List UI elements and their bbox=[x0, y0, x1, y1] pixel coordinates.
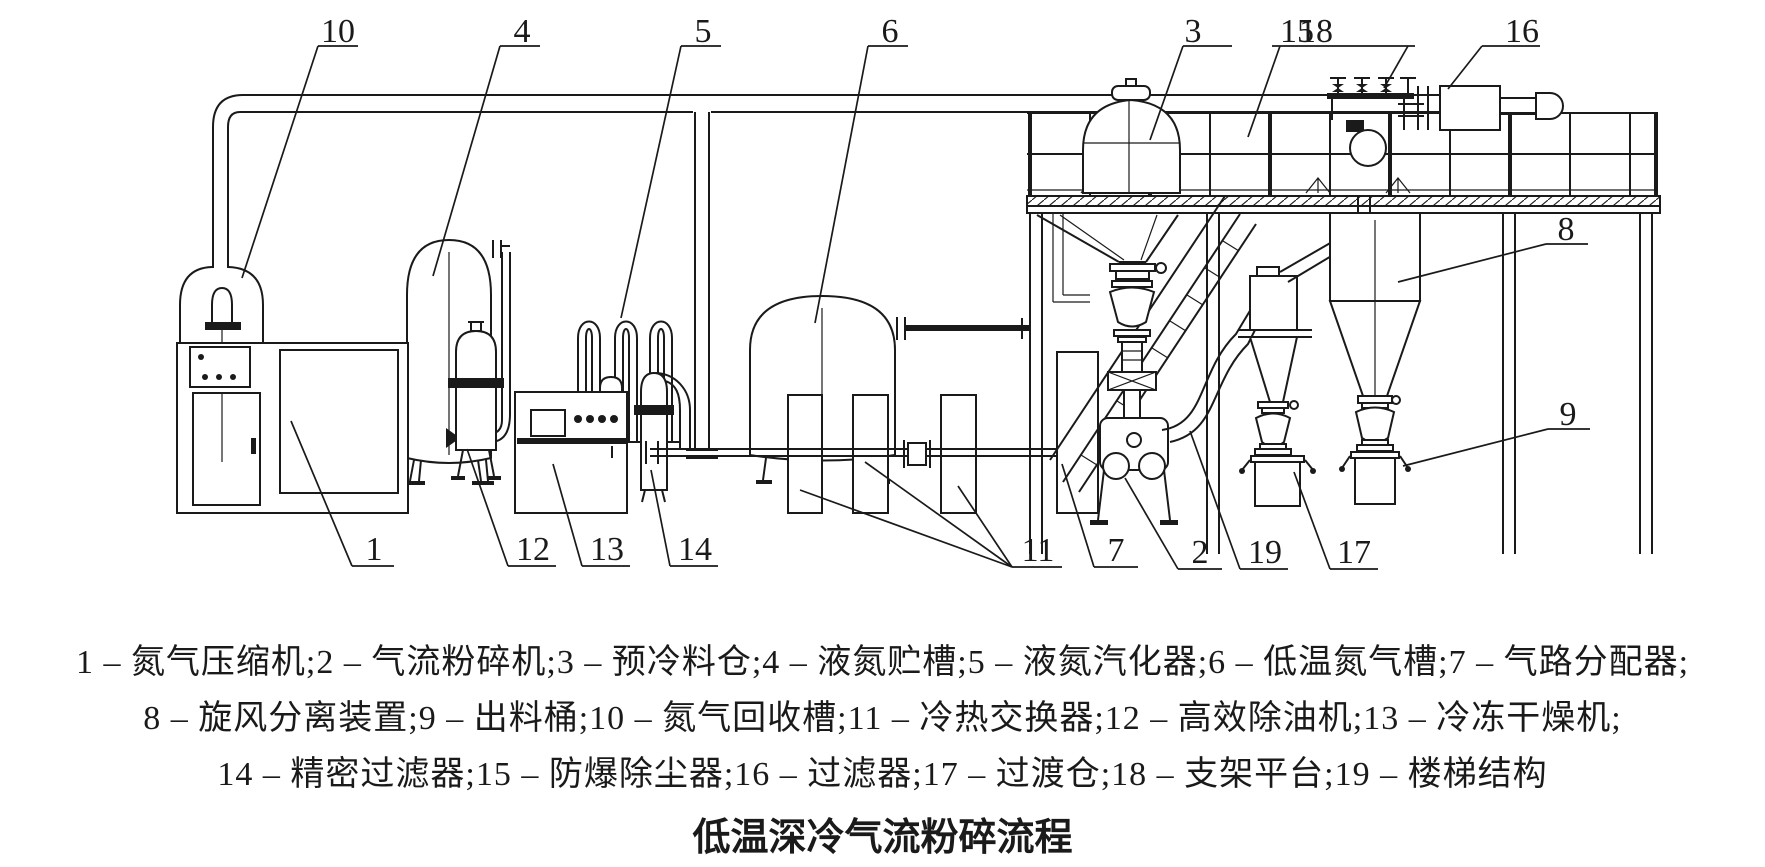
oil-remover bbox=[448, 321, 504, 480]
callout-16-number: 16 bbox=[1505, 13, 1539, 50]
callout-13-number: 13 bbox=[590, 531, 624, 568]
callout-19-number: 19 bbox=[1248, 534, 1282, 571]
callout-4: 4 bbox=[432, 13, 540, 277]
callout-10: 10 bbox=[241, 13, 358, 279]
callout-7: 7 bbox=[1061, 463, 1138, 569]
callout-6-number: 6 bbox=[882, 13, 899, 50]
callout-11: 11 bbox=[799, 461, 1062, 569]
nitrogen-compressor bbox=[176, 342, 409, 514]
callout-19: 19 bbox=[1189, 430, 1288, 571]
callout-5: 5 bbox=[620, 13, 721, 319]
support-platform bbox=[1026, 112, 1661, 554]
callout-15-number: 15 bbox=[1280, 13, 1314, 50]
callout-2: 2 bbox=[1124, 477, 1222, 571]
callout-4-number: 4 bbox=[514, 13, 531, 50]
callout-9: 9 bbox=[1402, 396, 1590, 467]
figure-caption: 低温深冷气流粉碎流程 bbox=[692, 817, 1073, 859]
callout-12: 12 bbox=[466, 448, 556, 568]
legend-line-3: 14 – 精密过滤器;15 – 防爆除尘器;16 – 过滤器;17 – 过渡仓;… bbox=[217, 756, 1548, 793]
callout-16: 16 bbox=[1447, 13, 1540, 90]
callout-9-number: 9 bbox=[1560, 396, 1577, 433]
discharge-barrel bbox=[1339, 451, 1411, 505]
process-diagram: 10 4 5 6 3 15 18 16 bbox=[176, 13, 1661, 571]
callout-17-number: 17 bbox=[1337, 534, 1371, 571]
mid-pipe-over bbox=[660, 440, 1057, 468]
callout-1-number: 1 bbox=[366, 531, 383, 568]
explosion-proof-dust-collector bbox=[1327, 77, 1424, 167]
callout-3-number: 3 bbox=[1185, 13, 1202, 50]
callout-6: 6 bbox=[814, 13, 908, 324]
filter bbox=[1417, 85, 1564, 131]
callout-12-number: 12 bbox=[516, 531, 550, 568]
callout-7-number: 7 bbox=[1108, 532, 1125, 569]
callout-13: 13 bbox=[552, 463, 630, 568]
callout-5-number: 5 bbox=[695, 13, 712, 50]
callout-18-number: 18 bbox=[1299, 13, 1333, 50]
nitrogen-recovery-tank bbox=[179, 266, 264, 345]
callout-8-number: 8 bbox=[1558, 211, 1575, 248]
gas-distributor bbox=[1056, 351, 1099, 514]
callout-14-number: 14 bbox=[678, 531, 712, 568]
callout-11-number: 11 bbox=[1022, 532, 1055, 569]
transition-hopper bbox=[1238, 241, 1339, 507]
callout-3: 3 bbox=[1149, 13, 1232, 141]
callout-1: 1 bbox=[290, 420, 394, 568]
callout-14: 14 bbox=[650, 469, 718, 568]
precision-filter bbox=[634, 371, 691, 503]
callout-15-18: 15 18 bbox=[1247, 13, 1415, 138]
callout-17: 17 bbox=[1293, 471, 1378, 571]
callout-10-number: 10 bbox=[321, 13, 355, 50]
heat-exchangers bbox=[787, 394, 977, 514]
cyclone-separator bbox=[1328, 196, 1422, 452]
callout-2-number: 2 bbox=[1192, 534, 1209, 571]
callouts: 10 4 5 6 3 15 18 16 bbox=[241, 13, 1590, 571]
jet-mill bbox=[1036, 214, 1265, 525]
freeze-dryer bbox=[514, 391, 628, 514]
legend-line-2: 8 – 旋风分离装置;9 – 出料桶;10 – 氮气回收槽;11 – 冷热交换器… bbox=[143, 700, 1622, 737]
callout-8: 8 bbox=[1397, 211, 1588, 283]
legend-line-1: 1 – 氮气压缩机;2 – 气流粉碎机;3 – 预冷料仓;4 – 液氮贮槽;5 … bbox=[75, 644, 1690, 681]
